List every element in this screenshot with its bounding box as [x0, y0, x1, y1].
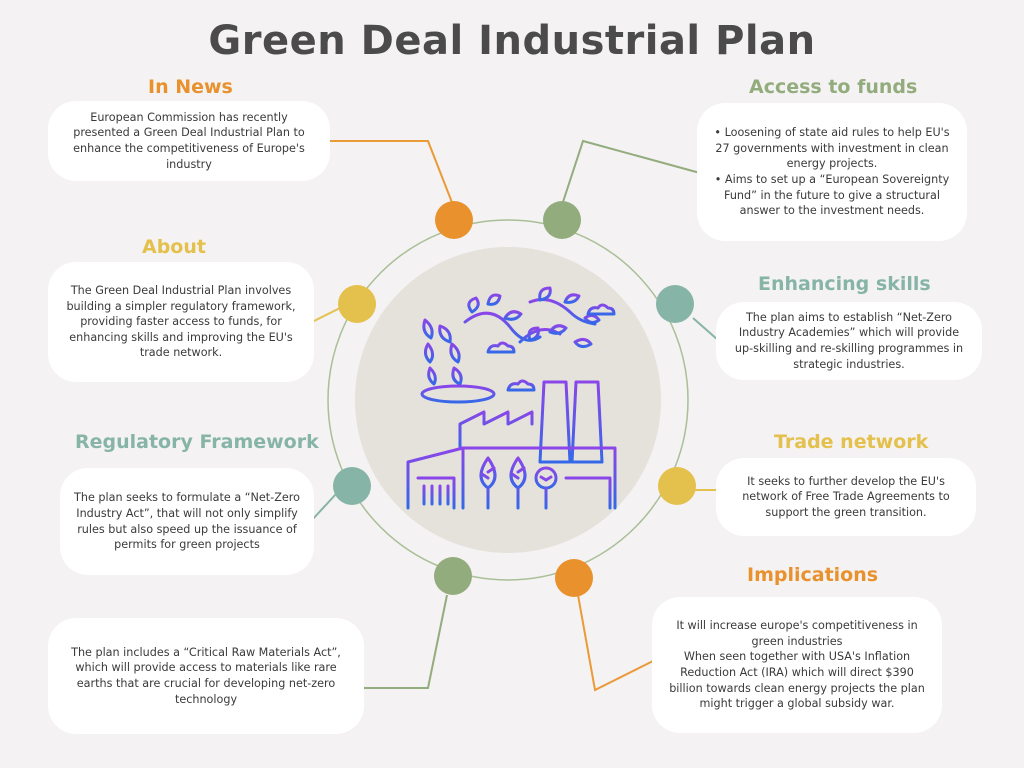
about-heading: About	[142, 236, 206, 258]
implications-card: It will increase europe's competitivenes…	[652, 597, 942, 733]
in-news-heading: In News	[148, 76, 233, 98]
factory-with-plants-icon	[406, 286, 620, 510]
about-text: The Green Deal Industrial Plan involves …	[66, 284, 296, 360]
in-news-dot	[435, 201, 473, 239]
skills-text: The plan aims to establish “Net-Zero Ind…	[734, 310, 964, 371]
in-news-card: European Commission has recently present…	[48, 101, 330, 181]
regulatory-card: The plan seeks to formulate a “Net-Zero …	[60, 468, 314, 575]
in-news-connector	[328, 140, 454, 206]
raw-materials-dot	[434, 557, 472, 595]
implications-connector	[577, 594, 656, 692]
implications-dot	[555, 559, 593, 597]
skills-card: The plan aims to establish “Net-Zero Ind…	[716, 302, 982, 380]
in-news-text: European Commission has recently present…	[73, 110, 305, 171]
trade-dot	[658, 467, 696, 505]
skills-connector	[692, 317, 719, 341]
access-funds-text: • Loosening of state aid rules to help E…	[714, 126, 950, 218]
access-funds-connector	[561, 139, 701, 206]
regulatory-heading: Regulatory Framework	[75, 431, 319, 453]
raw-materials-text: The plan includes a “Critical Raw Materi…	[71, 645, 341, 706]
regulatory-connector	[311, 493, 337, 521]
about-card: The Green Deal Industrial Plan involves …	[48, 262, 314, 382]
skills-heading: Enhancing skills	[758, 273, 931, 295]
trade-heading: Trade network	[774, 431, 929, 453]
outer-ring	[327, 219, 689, 581]
regulatory-dot	[333, 467, 371, 505]
regulatory-text: The plan seeks to formulate a “Net-Zero …	[74, 491, 300, 552]
implications-heading: Implications	[747, 564, 879, 586]
trade-card: It seeks to further develop the EU's net…	[716, 458, 976, 536]
skills-dot	[656, 285, 694, 323]
raw-materials-connector	[362, 594, 448, 689]
about-dot	[338, 285, 376, 323]
implications-text: It will increase europe's competitivenes…	[669, 619, 925, 711]
access-funds-heading: Access to funds	[749, 76, 918, 98]
about-connector	[311, 307, 341, 323]
access-funds-card: • Loosening of state aid rules to help E…	[697, 103, 967, 241]
page-title: Green Deal Industrial Plan	[208, 18, 816, 64]
access-funds-dot	[543, 201, 581, 239]
trade-text: It seeks to further develop the EU's net…	[742, 474, 950, 519]
raw-materials-card: The plan includes a “Critical Raw Materi…	[48, 618, 364, 734]
